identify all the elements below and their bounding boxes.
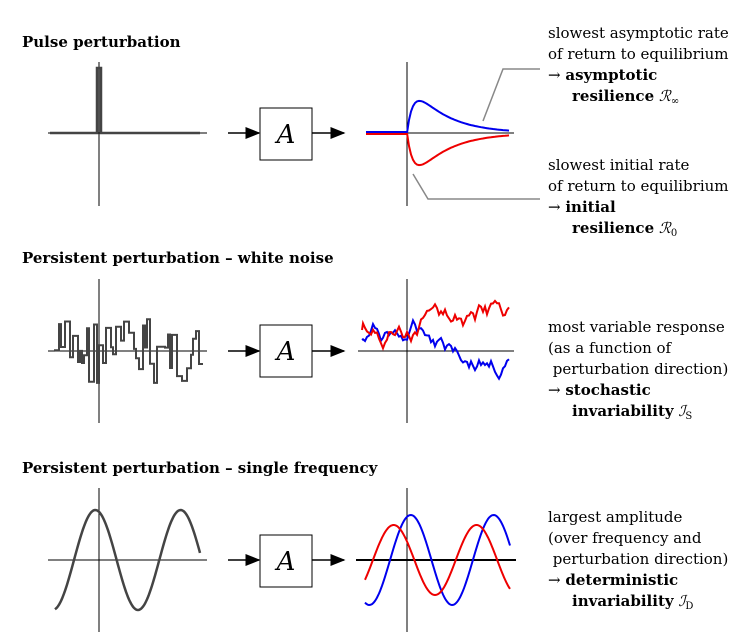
symbol-subscript: ∞: [670, 96, 680, 107]
leader-line-initial: [412, 173, 540, 200]
leader-line-asymptotic: [482, 68, 540, 122]
pulse-response-blue: [366, 99, 510, 134]
annotation-stochastic: most variable response (as a function of…: [548, 317, 728, 427]
noise-signal: [54, 318, 203, 384]
annotation-text: largest amplitude: [548, 508, 683, 526]
annotation-initial: slowest initial rate of return to equili…: [548, 155, 729, 244]
symbol-subscript: D: [685, 601, 694, 612]
sine-signal: [54, 508, 202, 612]
annotation-text: of return to equilibrium: [548, 177, 729, 195]
section-title-pulse: Pulse perturbation: [22, 33, 181, 51]
symbol-i: ℐ: [678, 592, 686, 610]
annotation-bold: initial: [565, 198, 616, 216]
annotation-bold: resilience: [572, 87, 655, 105]
arrow-glyph: →: [548, 571, 561, 589]
symbol-r: ℛ: [658, 219, 671, 237]
annotation-bold: deterministic: [565, 571, 679, 589]
annotation-text: slowest initial rate: [548, 156, 690, 174]
sine-response-blue: [364, 513, 511, 607]
section-title-single-frequency: Persistent perturbation – single frequen…: [22, 459, 378, 477]
annotation-text: of return to equilibrium: [548, 45, 729, 63]
system-box-2: [259, 324, 313, 378]
symbol-r: ℛ: [658, 87, 671, 105]
noise-response-red: [361, 299, 510, 351]
annotation-text: most variable response: [548, 318, 725, 336]
arrow-glyph: →: [548, 381, 561, 399]
pulse-response-plot: [366, 62, 514, 206]
symbol-i: ℐ: [678, 402, 686, 420]
sine-input-plot: [48, 488, 207, 632]
symbol-subscript: S: [685, 411, 693, 422]
symbol-subscript: 0: [670, 228, 678, 239]
noise-response-plot: [358, 279, 514, 423]
annotation-bold: stochastic: [565, 381, 651, 399]
arrow-glyph: →: [548, 198, 561, 216]
noise-input-plot: [48, 279, 207, 423]
section-title-white-noise: Persistent perturbation – white noise: [22, 249, 334, 267]
annotation-text: (over frequency and: [548, 529, 702, 547]
annotation-bold: invariability: [572, 592, 674, 610]
annotation-asymptotic: slowest asymptotic rate of return to equ…: [548, 23, 729, 112]
system-box-3: [259, 534, 313, 588]
annotation-text: perturbation direction): [548, 360, 729, 378]
sine-response-red: [364, 524, 511, 597]
pulse-signal: [50, 66, 200, 135]
pulse-input-plot: [48, 62, 207, 206]
annotation-bold: invariability: [572, 402, 674, 420]
annotation-bold: resilience: [572, 219, 655, 237]
sine-response-plot: [356, 488, 516, 632]
annotation-text: slowest asymptotic rate: [548, 24, 729, 42]
system-box-label-3: A: [275, 547, 296, 577]
pulse-response-red: [366, 132, 510, 167]
annotation-text: (as a function of: [548, 339, 672, 357]
system-box-1: [259, 107, 313, 161]
noise-response-blue: [361, 317, 510, 381]
system-box-label-2: A: [275, 337, 296, 367]
annotation-deterministic: largest amplitude (over frequency and pe…: [548, 507, 728, 617]
system-box-label-1: A: [275, 120, 296, 150]
annotation-text: perturbation direction): [548, 550, 729, 568]
annotation-bold: asymptotic: [565, 66, 658, 84]
arrow-glyph: →: [548, 66, 561, 84]
